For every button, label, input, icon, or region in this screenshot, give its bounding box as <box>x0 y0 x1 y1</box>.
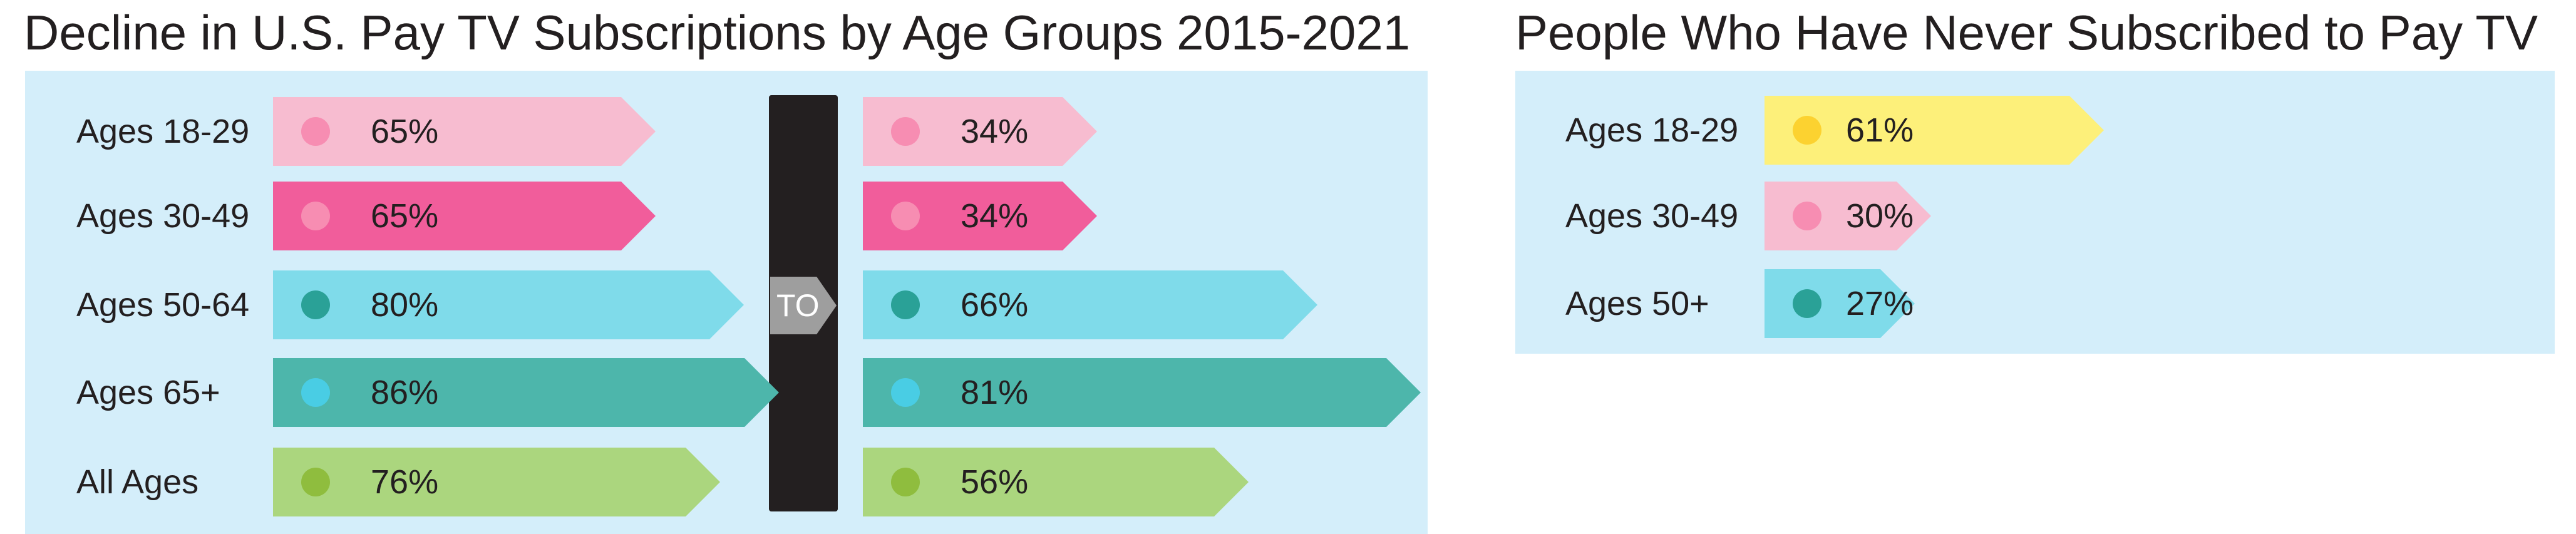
bar-chart1-s0-1 <box>1765 182 1931 250</box>
bar-chart0-s1-3 <box>863 358 1421 427</box>
marker-dot <box>891 378 920 407</box>
category-label: Ages 30-49 <box>1565 197 1739 235</box>
bar-chart0-s0-1 <box>273 182 656 250</box>
right-chart-title: People Who Have Never Subscribed to Pay … <box>1515 5 2538 60</box>
category-label: Ages 65+ <box>76 374 220 411</box>
category-label: Ages 30-49 <box>76 197 250 235</box>
marker-dot <box>301 117 330 146</box>
bar-chart0-s0-0 <box>273 97 656 166</box>
data-label: 76% <box>371 463 439 501</box>
data-label: 34% <box>961 113 1029 150</box>
data-label: 27% <box>1846 285 1914 322</box>
bar-chart0-s1-4 <box>863 448 1249 516</box>
marker-dot <box>891 117 920 146</box>
data-label: 34% <box>961 197 1029 235</box>
category-label: Ages 18-29 <box>76 113 250 150</box>
bar-chart0-s0-4 <box>273 448 720 516</box>
data-label: 80% <box>371 286 439 324</box>
marker-dot <box>301 378 330 407</box>
category-label: Ages 50+ <box>1565 285 1709 322</box>
bar-chart0-s0-3 <box>273 358 779 427</box>
marker-dot <box>301 468 330 496</box>
data-label: 61% <box>1846 111 1914 149</box>
marker-dot <box>891 202 920 230</box>
bar-chart0-s1-2 <box>863 270 1317 339</box>
marker-dot <box>1793 116 1821 145</box>
marker-dot <box>1793 289 1821 318</box>
marker-dot <box>301 202 330 230</box>
data-label: 86% <box>371 374 439 411</box>
data-label: 30% <box>1846 197 1914 235</box>
data-label: 65% <box>371 197 439 235</box>
bar-chart1-s0-2 <box>1765 269 1915 338</box>
data-label: 66% <box>961 286 1029 324</box>
marker-dot <box>1793 202 1821 230</box>
transition-label: TO <box>776 288 820 323</box>
data-label: 56% <box>961 463 1029 501</box>
data-label: 65% <box>371 113 439 150</box>
category-label: All Ages <box>76 463 199 501</box>
category-label: Ages 50-64 <box>76 286 250 324</box>
marker-dot <box>891 290 920 319</box>
bar-chart0-s0-2 <box>273 270 744 339</box>
marker-dot <box>301 290 330 319</box>
category-label: Ages 18-29 <box>1565 111 1739 149</box>
left-chart-title: Decline in U.S. Pay TV Subscriptions by … <box>24 5 1411 60</box>
data-label: 81% <box>961 374 1029 411</box>
marker-dot <box>891 468 920 496</box>
